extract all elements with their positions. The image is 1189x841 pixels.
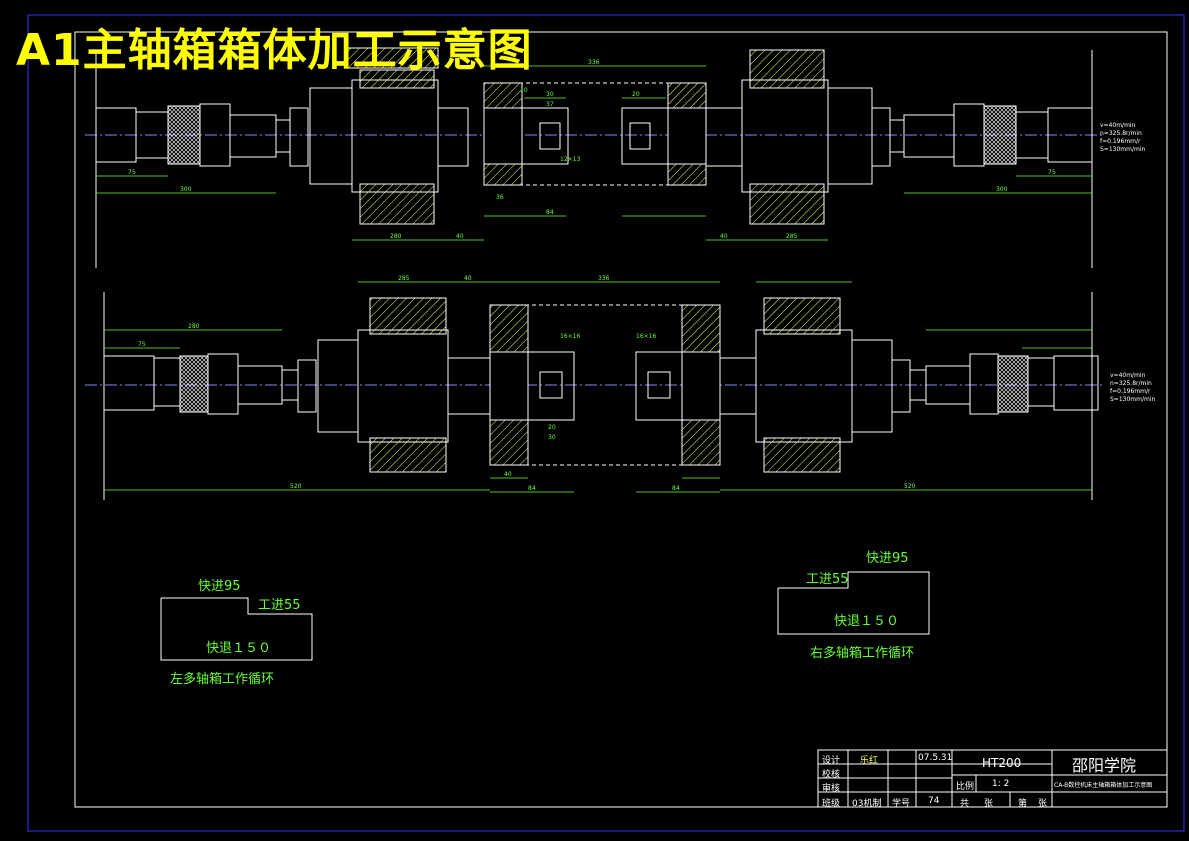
right-cycle-caption: 右多轴箱工作循环 — [810, 646, 915, 661]
dim-text: 20 — [632, 91, 640, 98]
left-cycle-caption: 左多轴箱工作循环 — [170, 672, 275, 687]
cycle-right-diagram — [777, 571, 930, 635]
tb-sheets: 张 — [984, 799, 994, 809]
bottom-dimensions — [104, 281, 1092, 493]
tb-class: 03机制 — [852, 799, 882, 809]
tb-date: 07.5.31 — [918, 753, 953, 763]
tb-sheet-no: 第 — [1018, 799, 1028, 809]
dim-text: 280 — [188, 323, 200, 330]
dim-text: 75 — [138, 341, 146, 348]
dim-text: 285 — [398, 275, 410, 282]
bottom-assembly — [85, 292, 1105, 500]
dim-text: 30 — [546, 91, 554, 98]
left-work-feed-label: 工进55 — [258, 598, 301, 613]
dim-text: 280 — [390, 233, 402, 240]
tb-design-label: 设计 — [822, 756, 841, 766]
left-fast-return-label: 快退１５０ — [206, 641, 272, 656]
dim-text: 336 — [588, 59, 600, 66]
dim-text: 40 — [456, 233, 464, 240]
dim-text: 520 — [290, 483, 302, 490]
tb-sheet-unit: 张 — [1038, 799, 1048, 809]
dim-text: 16×16 — [636, 333, 657, 340]
tb-scale: 1: 2 — [992, 779, 1010, 789]
dim-text: 37 — [546, 101, 554, 108]
dim-text: 10 — [520, 87, 528, 94]
tb-check-label: 校核 — [822, 770, 841, 780]
dim-text: 40 — [720, 233, 728, 240]
dim-text: 36 — [496, 194, 504, 201]
dim-text: 12×13 — [560, 156, 581, 163]
tb-material: HT200 — [982, 756, 1022, 770]
dim-text: 30 — [548, 434, 556, 441]
tb-school: 邵阳学院 — [1072, 756, 1137, 775]
drawing-title: A1主轴箱箱体加工示意图 — [16, 25, 533, 76]
dim-text: 75 — [128, 169, 136, 176]
dim-text: 84 — [672, 485, 680, 492]
right-fast-return-label: 快退１５０ — [834, 614, 900, 629]
tb-drawing-name: CA-B数控机床主轴箱箱体加工示意图 — [1054, 782, 1153, 789]
inner-border — [74, 31, 1168, 808]
right-fast-forward-label: 快进95 — [866, 551, 909, 566]
left-fast-forward-label: 快进95 — [198, 579, 241, 594]
dim-text: 84 — [528, 485, 536, 492]
tb-scale-label: 比例 — [956, 782, 975, 792]
tb-review-label: 审核 — [822, 784, 841, 794]
dim-text: 520 — [904, 483, 916, 490]
dim-text: 300 — [996, 186, 1008, 193]
outer-border — [27, 14, 1185, 832]
tb-id-label: 学号 — [892, 799, 911, 809]
dim-text: 40 — [504, 471, 512, 478]
dim-text: 84 — [546, 209, 554, 216]
right-work-feed-label: 工进55 — [806, 572, 849, 587]
cycle-left-diagram — [160, 597, 313, 661]
tb-total: 共 — [960, 799, 970, 809]
spec-top: v=40m/min n=325.8r/min f=0.196mm/r S=130… — [1100, 122, 1146, 153]
tb-designer: 乐红 — [860, 756, 879, 766]
top-assembly — [85, 47, 1105, 268]
dim-text: 75 — [1048, 169, 1056, 176]
tb-class-label: 班级 — [822, 799, 841, 809]
dim-text: 336 — [598, 275, 610, 282]
spec-bottom: v=40m/min n=325.8r/min f=0.196mm/r S=130… — [1110, 372, 1156, 403]
dim-text: 20 — [548, 424, 556, 431]
dim-text: 16×16 — [560, 333, 581, 340]
title-block-lines — [817, 749, 1168, 808]
dim-text: 300 — [180, 186, 192, 193]
tb-id: 74 — [928, 796, 940, 806]
top-dimensions — [96, 65, 1092, 241]
dim-text: 285 — [786, 233, 798, 240]
dim-text: 40 — [464, 275, 472, 282]
